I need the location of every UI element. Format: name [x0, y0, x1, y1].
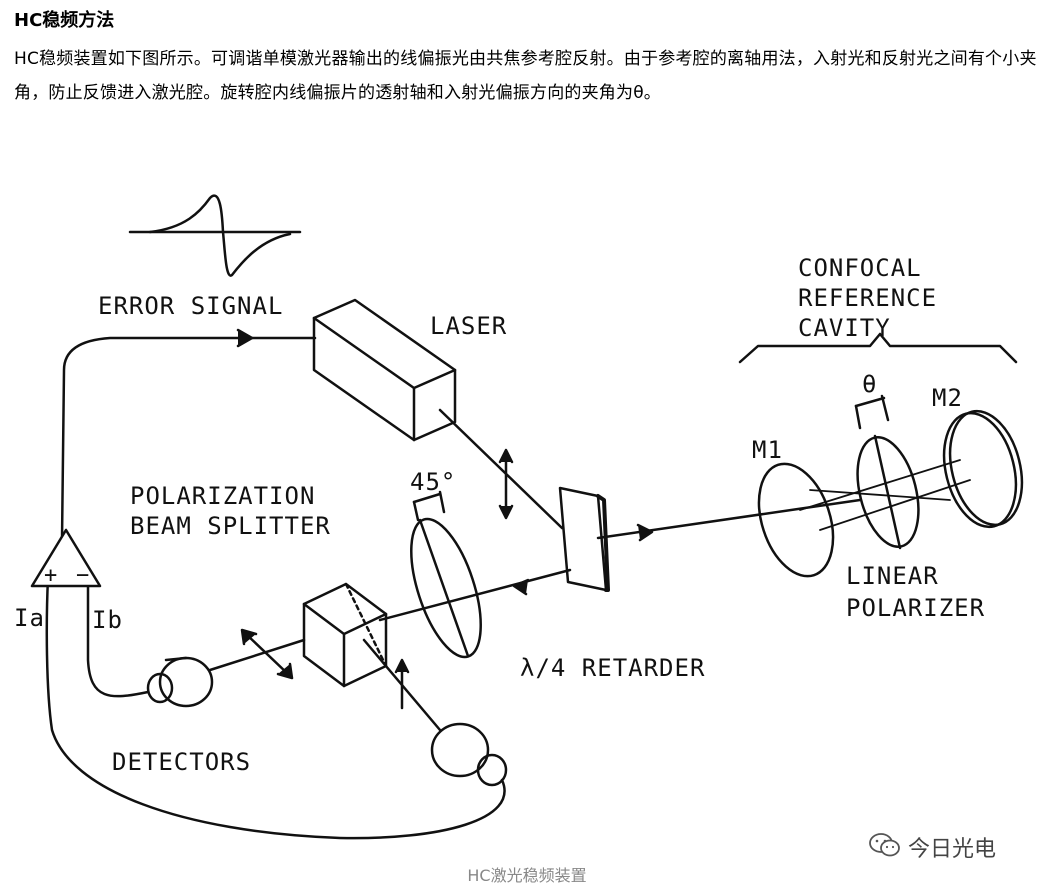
- cavity-bracket: [738, 332, 1018, 364]
- label-ia: Ia: [14, 604, 45, 632]
- linear-polarizer: [856, 434, 920, 550]
- label-linear-2: POLARIZER: [846, 594, 985, 622]
- polarization-arrow-small: [394, 658, 410, 710]
- laser-box: [312, 298, 457, 442]
- label-m2: M2: [932, 384, 963, 412]
- polarization-arrow-diagonal: [240, 628, 294, 680]
- label-45-degrees: 45°: [410, 468, 456, 496]
- label-plus: +: [44, 563, 57, 588]
- return-beam: [378, 568, 572, 622]
- label-linear-1: LINEAR: [846, 562, 939, 590]
- label-confocal-1: CONFOCAL: [798, 254, 922, 282]
- detector-a: [146, 656, 214, 708]
- mirror-m1: [757, 462, 835, 578]
- wechat-icon: [868, 831, 902, 863]
- label-pbs-1: POLARIZATION: [130, 482, 315, 510]
- quarter-wave-retarder: [410, 490, 482, 659]
- differential-amplifier: [30, 528, 102, 588]
- label-laser: LASER: [430, 312, 507, 340]
- label-error-signal: ERROR SIGNAL: [98, 292, 283, 320]
- figure-caption: HC激光稳频装置: [467, 866, 587, 885]
- article-heading: HC稳频方法: [14, 10, 115, 31]
- label-confocal-3: CAVITY: [798, 314, 891, 342]
- label-m1: M1: [752, 436, 783, 464]
- label-minus: −: [76, 563, 89, 588]
- cavity-rays: [799, 459, 971, 531]
- polarization-arrow-vertical: [498, 448, 514, 520]
- watermark: 今日光电: [868, 832, 996, 862]
- beam-to-cavity: [596, 498, 862, 540]
- hc-stabilization-diagram: ERROR SIGNAL LASER CONFOCAL REFERENCE CA…: [14, 194, 1024, 840]
- watermark-text: 今日光电: [908, 837, 997, 862]
- label-detectors: DETECTORS: [112, 748, 251, 776]
- beam-to-detector-a: [208, 638, 306, 672]
- laser-beam: [438, 408, 564, 530]
- label-theta: θ: [862, 370, 877, 398]
- wire-detector-b: [45, 576, 506, 840]
- label-pbs-2: BEAM SPLITTER: [130, 512, 331, 540]
- article-paragraph: HC稳频装置如下图所示。可调谐单模激光器输出的线偏振光由共焦参考腔反射。由于参考…: [14, 49, 1037, 103]
- feedback-wire: [60, 336, 317, 542]
- polarization-beam-splitter: [302, 582, 388, 688]
- feedback-arrow: [236, 328, 254, 348]
- detector-b: [430, 722, 508, 787]
- wire-detector-a: [86, 576, 150, 698]
- error-signal-waveform: [128, 194, 302, 277]
- label-retarder: λ/4 RETARDER: [520, 654, 705, 682]
- fold-mirror: [558, 486, 610, 592]
- label-ib: Ib: [92, 606, 123, 634]
- theta-marker: [854, 394, 890, 430]
- label-confocal-2: REFERENCE: [798, 284, 937, 312]
